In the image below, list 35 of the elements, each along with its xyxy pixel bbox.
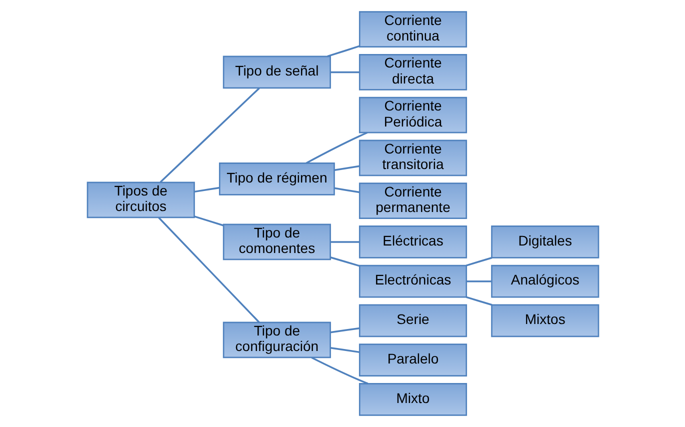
connector	[334, 165, 360, 171]
connector	[194, 186, 220, 193]
connector	[330, 256, 360, 267]
connector	[465, 296, 492, 306]
node-box: Electrónicas	[358, 264, 467, 298]
node-box: Eléctricas	[358, 226, 467, 258]
connector	[305, 132, 368, 164]
node-box: Mixto	[358, 383, 467, 416]
node-box: Tipo de señal	[222, 56, 330, 89]
node-box: Analógicos	[490, 264, 599, 298]
node-box: Tipo de configuración	[222, 322, 330, 358]
connector	[465, 256, 492, 266]
node-box: Corriente continua	[358, 11, 467, 48]
connector	[466, 280, 491, 282]
connector	[330, 71, 360, 74]
connector	[330, 241, 360, 243]
connector	[334, 187, 360, 194]
node-box: Mixtos	[490, 304, 599, 338]
connector	[330, 346, 360, 354]
connector	[159, 88, 260, 183]
node-box: Corriente transitoria	[358, 140, 467, 176]
connector	[330, 327, 360, 334]
node-box: Tipo de comonentes	[222, 224, 330, 260]
node-box: Corriente directa	[358, 54, 467, 90]
node-box: Tipo de régimen	[218, 162, 334, 196]
node-box: Tipos de circuitos	[86, 182, 194, 218]
node-box: Paralelo	[358, 344, 467, 376]
connector	[158, 217, 260, 323]
node-box: Corriente permanente	[358, 182, 467, 219]
connector	[194, 216, 224, 226]
node-box: Digitales	[490, 226, 599, 258]
node-box: Corriente Periódica	[358, 96, 467, 134]
connector	[326, 45, 360, 58]
node-box: Serie	[358, 304, 467, 338]
connector	[310, 356, 368, 384]
